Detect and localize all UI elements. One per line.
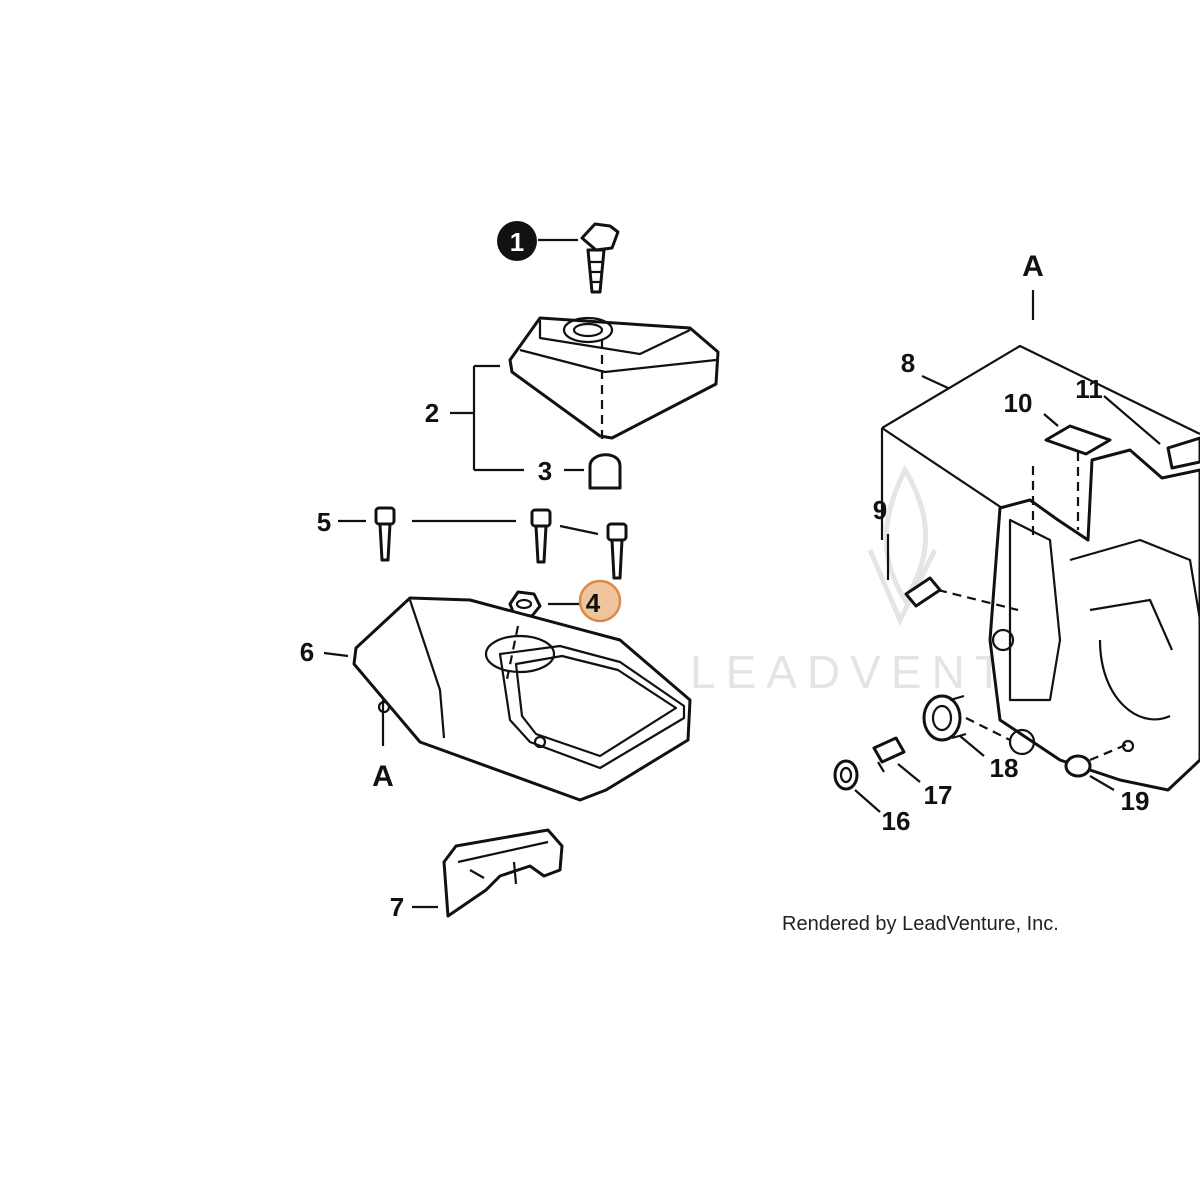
reference-a-bottom: A	[372, 760, 394, 793]
callout-7: 7	[390, 892, 404, 922]
part-16-seal[interactable]	[833, 759, 859, 791]
part-2-top-cover[interactable]	[508, 316, 720, 440]
callout-4: 4	[586, 588, 601, 618]
leader-lines	[323, 238, 1161, 909]
callout-10: 10	[1004, 388, 1033, 418]
callout-11: 11	[1075, 374, 1103, 404]
callout-6: 6	[300, 637, 314, 667]
callout-5: 5	[317, 507, 331, 537]
part-19-plug[interactable]	[1064, 754, 1092, 778]
part-9-pin[interactable]	[904, 576, 942, 608]
part-7-plate[interactable]	[442, 828, 564, 918]
dash-guide-9	[937, 588, 1019, 612]
part-5-screw-right[interactable]	[606, 522, 628, 580]
part-5-screw-left[interactable]	[374, 506, 396, 562]
dash-guide-4-6	[504, 625, 520, 685]
part-8-crankcase[interactable]	[880, 344, 1200, 792]
part-10-decal[interactable]	[1044, 424, 1112, 456]
credit-text: Rendered by LeadVenture, Inc.	[782, 913, 1059, 935]
callout-8: 8	[901, 348, 915, 378]
part-18-bushing[interactable]	[922, 694, 967, 742]
callout-3: 3	[538, 456, 552, 486]
callout-2: 2	[425, 398, 439, 428]
callout-18: 18	[990, 753, 1019, 783]
callout-1: 1	[510, 227, 524, 257]
part-6-cylinder-cover[interactable]	[352, 596, 692, 802]
callout-9: 9	[873, 495, 887, 525]
dash-guide-18	[965, 717, 1011, 741]
callout-19: 19	[1121, 786, 1150, 816]
part-5-screw-middle[interactable]	[530, 508, 552, 564]
flame-logo-icon	[867, 464, 938, 626]
callout-4-highlight[interactable]: 4	[578, 579, 622, 623]
callout-17: 17	[924, 780, 953, 810]
part-1-knob-screw[interactable]	[580, 222, 620, 294]
part-17-fitting[interactable]	[872, 736, 906, 773]
part-3-rubber-cap[interactable]	[588, 453, 622, 490]
dash-guide-19	[1089, 742, 1129, 762]
reference-a-top: A	[1022, 250, 1044, 283]
callout-16: 16	[882, 806, 911, 836]
callout-1-marker[interactable]: 1	[497, 221, 537, 261]
